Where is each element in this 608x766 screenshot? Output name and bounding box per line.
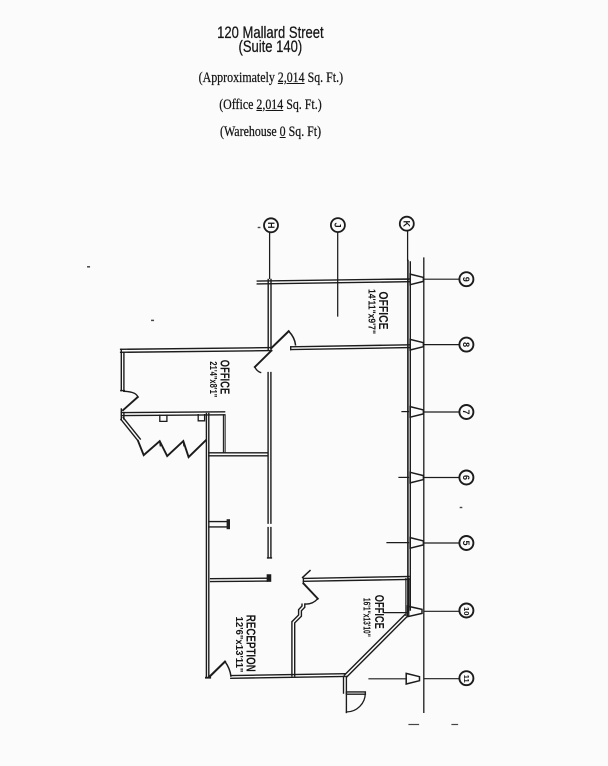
svg-text:OFFICE: OFFICE xyxy=(217,360,232,395)
svg-text:14'11"x9'7": 14'11"x9'7" xyxy=(366,289,378,334)
svg-text:J: J xyxy=(333,223,343,228)
svg-text:5: 5 xyxy=(461,540,471,545)
svg-text:16'1"x13'10": 16'1"x13'10" xyxy=(361,598,373,637)
svg-text:H: H xyxy=(266,222,276,229)
svg-text:OFFICE: OFFICE xyxy=(376,292,391,330)
svg-text:11: 11 xyxy=(462,675,469,683)
svg-text:10: 10 xyxy=(462,607,469,616)
svg-text:OFFICE: OFFICE xyxy=(372,595,387,629)
svg-text:21'4"x8'1": 21'4"x8'1" xyxy=(207,361,219,397)
svg-text:9: 9 xyxy=(461,277,471,282)
svg-text:6: 6 xyxy=(461,475,471,480)
svg-text:RECEPTION: RECEPTION xyxy=(243,615,258,672)
svg-text:7: 7 xyxy=(461,409,471,414)
svg-text:8: 8 xyxy=(461,342,471,347)
svg-text:K: K xyxy=(402,220,412,227)
svg-text:12'6"x13'11": 12'6"x13'11" xyxy=(233,617,245,673)
